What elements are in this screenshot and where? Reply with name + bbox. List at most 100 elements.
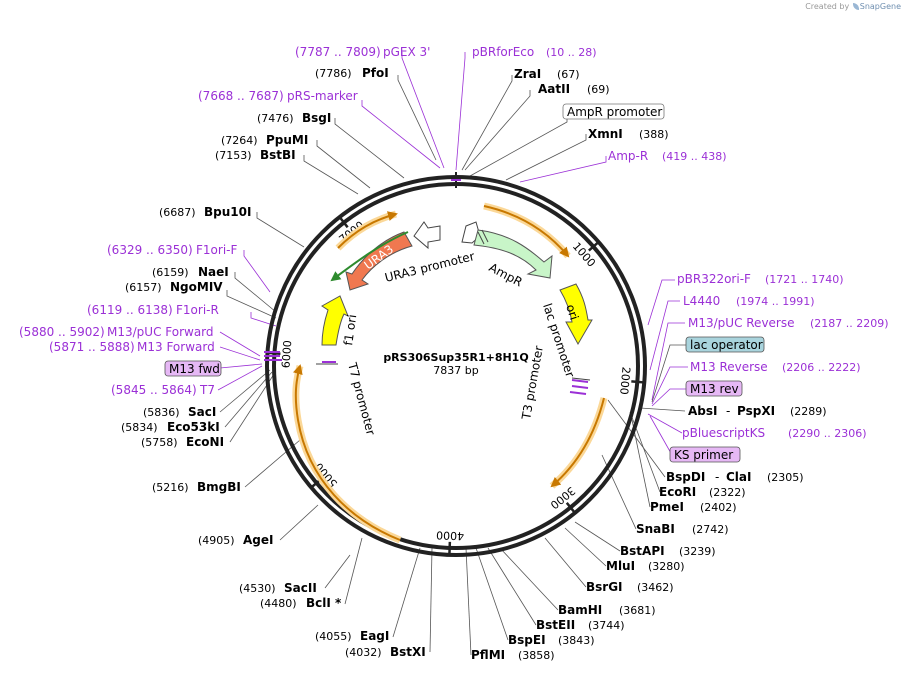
- credit-brand: SnapGene: [859, 2, 901, 11]
- enzyme-pmei[interactable]: PmeI: [650, 500, 684, 514]
- enzyme-bstxi[interactable]: BstXI: [390, 645, 426, 659]
- lac-operator-box: [685, 336, 765, 353]
- primer-l4440-name[interactable]: L4440: [683, 294, 720, 308]
- enzyme-pspxi[interactable]: PspXI: [737, 404, 775, 418]
- enzyme-bspei[interactable]: BspEI: [508, 633, 546, 647]
- primer-prs-marker-name[interactable]: pRS-marker: [287, 89, 358, 103]
- enzyme-ngomiv[interactable]: NgoMIV: [170, 280, 223, 294]
- primer-m13puc-forward-name[interactable]: M13/pUC Forward: [107, 325, 214, 339]
- primer-m13puc-reverse-name[interactable]: M13/pUC Reverse: [688, 316, 795, 330]
- primer-pbluescriptks-pos[interactable]: (2290 .. 2306): [788, 427, 867, 440]
- primer-ks[interactable]: KS primer: [674, 448, 733, 462]
- enzyme-xmni-pos: (388): [639, 128, 669, 141]
- primer-m13puc-forward-pos[interactable]: (5880 .. 5902): [19, 325, 105, 339]
- enzyme-mlui[interactable]: MluI: [606, 559, 635, 573]
- primer-m13-reverse-name[interactable]: M13 Reverse: [690, 360, 768, 374]
- enzyme-eagi-pos: (4055): [315, 630, 352, 643]
- ori-arrow[interactable]: [559, 283, 593, 346]
- enzyme-bsgi[interactable]: BsgI: [302, 111, 331, 125]
- orf-arc-5000[interactable]: [292, 364, 401, 541]
- f1-ori-arrow[interactable]: [321, 295, 349, 346]
- enzyme-naei-pos: (6159): [152, 266, 189, 279]
- primer-m13-rev[interactable]: M13 rev: [690, 382, 739, 396]
- enzyme-bmgbi-pos: (5216): [152, 481, 189, 494]
- enzyme-econi[interactable]: EcoNI: [186, 435, 224, 449]
- primer-pbr322ori-f-pos[interactable]: (1721 .. 1740): [765, 273, 844, 286]
- enzyme-ecori[interactable]: EcoRI: [659, 485, 696, 499]
- enzyme-agei[interactable]: AgeI: [243, 533, 273, 547]
- enzyme-zrai[interactable]: ZraI: [514, 67, 541, 81]
- enzyme-bspdi[interactable]: BspDI: [666, 470, 705, 484]
- primer-pgex3-name[interactable]: pGEX 3': [383, 45, 430, 59]
- enzyme-bstapi[interactable]: BstAPI: [620, 544, 665, 558]
- enzyme-bsteii[interactable]: BstEII: [536, 618, 575, 632]
- enzyme-pflmi[interactable]: PflMI: [471, 648, 505, 662]
- enzyme-bcli[interactable]: BclI *: [306, 596, 342, 610]
- primer-m13-fwd[interactable]: M13 fwd: [169, 362, 220, 376]
- feature-label-t7-promoter: T7 promoter: [345, 360, 378, 437]
- scale-tick: [588, 240, 601, 252]
- enzyme-saci[interactable]: SacI: [188, 405, 216, 419]
- primer-f1ori-r-pos[interactable]: (6119 .. 6138): [87, 303, 173, 317]
- orf-arc-3000[interactable]: [550, 397, 605, 488]
- primer-m13-forward-pos[interactable]: (5871 .. 5888): [49, 340, 135, 354]
- enzyme-bspdi-separator: -: [715, 470, 719, 484]
- enzyme-clai[interactable]: ClaI: [726, 470, 751, 484]
- enzyme-snabi[interactable]: SnaBI: [636, 522, 675, 536]
- primer-m13-reverse-pos[interactable]: (2206 .. 2222): [782, 361, 861, 374]
- primer-t7-name[interactable]: T7: [199, 383, 215, 397]
- ura3-arrow[interactable]: [345, 231, 413, 291]
- ampr-arrow[interactable]: [473, 229, 553, 279]
- enzyme-eagi[interactable]: EagI: [360, 629, 389, 643]
- enzyme-absi-pos: (2289): [790, 405, 827, 418]
- enzyme-bsrgi[interactable]: BsrGI: [586, 580, 623, 594]
- enzyme-aatii[interactable]: AatII: [538, 82, 570, 96]
- enzyme-bstapi-pos: (3239): [679, 545, 716, 558]
- enzyme-econi-pos: (5758): [141, 436, 178, 449]
- primer-l4440-pos[interactable]: (1974 .. 1991): [736, 295, 815, 308]
- primer-t7-pos[interactable]: (5845 .. 5864): [111, 383, 197, 397]
- enzyme-eco53ki[interactable]: Eco53kI: [167, 420, 220, 434]
- snapgene-logo-icon: [852, 3, 859, 10]
- primer-prs-marker-pos[interactable]: (7668 .. 7687): [198, 89, 284, 103]
- snapgene-credit: Created by SnapGene: [805, 2, 901, 11]
- primer-pbr322ori-f-name[interactable]: pBR322ori-F: [677, 272, 751, 286]
- primer-pbluescriptks-name[interactable]: pBluescriptKS: [682, 426, 765, 440]
- orf-arc-7000[interactable]: [337, 211, 398, 249]
- enzyme-pfoi-pos: (7786): [315, 67, 352, 80]
- scale-tick: [565, 501, 577, 515]
- feature-label-ampr-promoter: URA3 promoter: [383, 249, 476, 285]
- primer-amp-r-name[interactable]: Amp-R: [608, 149, 648, 163]
- primer-m13-forward-name[interactable]: M13 Forward: [137, 340, 215, 354]
- primer-f1ori-f-pos[interactable]: (6329 .. 6350): [107, 243, 193, 257]
- ura3-orf-arc[interactable]: [330, 231, 409, 282]
- scale-tick-label: 4000: [436, 528, 464, 542]
- enzyme-bpu10i[interactable]: Bpu10I: [204, 205, 251, 219]
- feature-box-ampr-promoter[interactable]: AmpR promoter: [567, 105, 662, 119]
- enzyme-sacii[interactable]: SacII: [284, 581, 317, 595]
- primer-f1ori-r-name[interactable]: F1ori-R: [176, 303, 219, 317]
- enzyme-naei[interactable]: NaeI: [198, 265, 229, 279]
- primer-pgex3-pos[interactable]: (7787 .. 7809): [295, 45, 381, 59]
- enzyme-aatii-pos: (69): [587, 83, 610, 96]
- enzyme-bstbi[interactable]: BstBI: [260, 148, 296, 162]
- scale-tick: [631, 380, 646, 384]
- feature-arrows: [264, 202, 608, 544]
- feature-box-lac-operator[interactable]: lac operator: [690, 338, 763, 352]
- ura3-promoter-arrow[interactable]: [413, 221, 441, 250]
- enzyme-pfoi[interactable]: PfoI: [362, 66, 389, 80]
- primer-f1ori-f-name[interactable]: F1ori-F: [196, 243, 237, 257]
- enzyme-absi[interactable]: AbsI: [688, 404, 717, 418]
- enzyme-ppumi[interactable]: PpuMI: [266, 133, 308, 147]
- primer-m13puc-reverse-pos[interactable]: (2187 .. 2209): [810, 317, 889, 330]
- primer-pbrforeco-name[interactable]: pBRforEco: [472, 45, 534, 59]
- enzyme-bspei-pos: (3843): [558, 634, 595, 647]
- enzyme-bamhi[interactable]: BamHI: [558, 603, 602, 617]
- enzyme-xmni[interactable]: XmnI: [588, 127, 623, 141]
- primer-amp-r-pos[interactable]: (419 .. 438): [662, 150, 727, 163]
- primer-pbrforeco-pos[interactable]: (10 .. 28): [546, 46, 597, 59]
- enzyme-bmgbi[interactable]: BmgBI: [197, 480, 241, 494]
- ampr-orf-arc[interactable]: [483, 205, 570, 258]
